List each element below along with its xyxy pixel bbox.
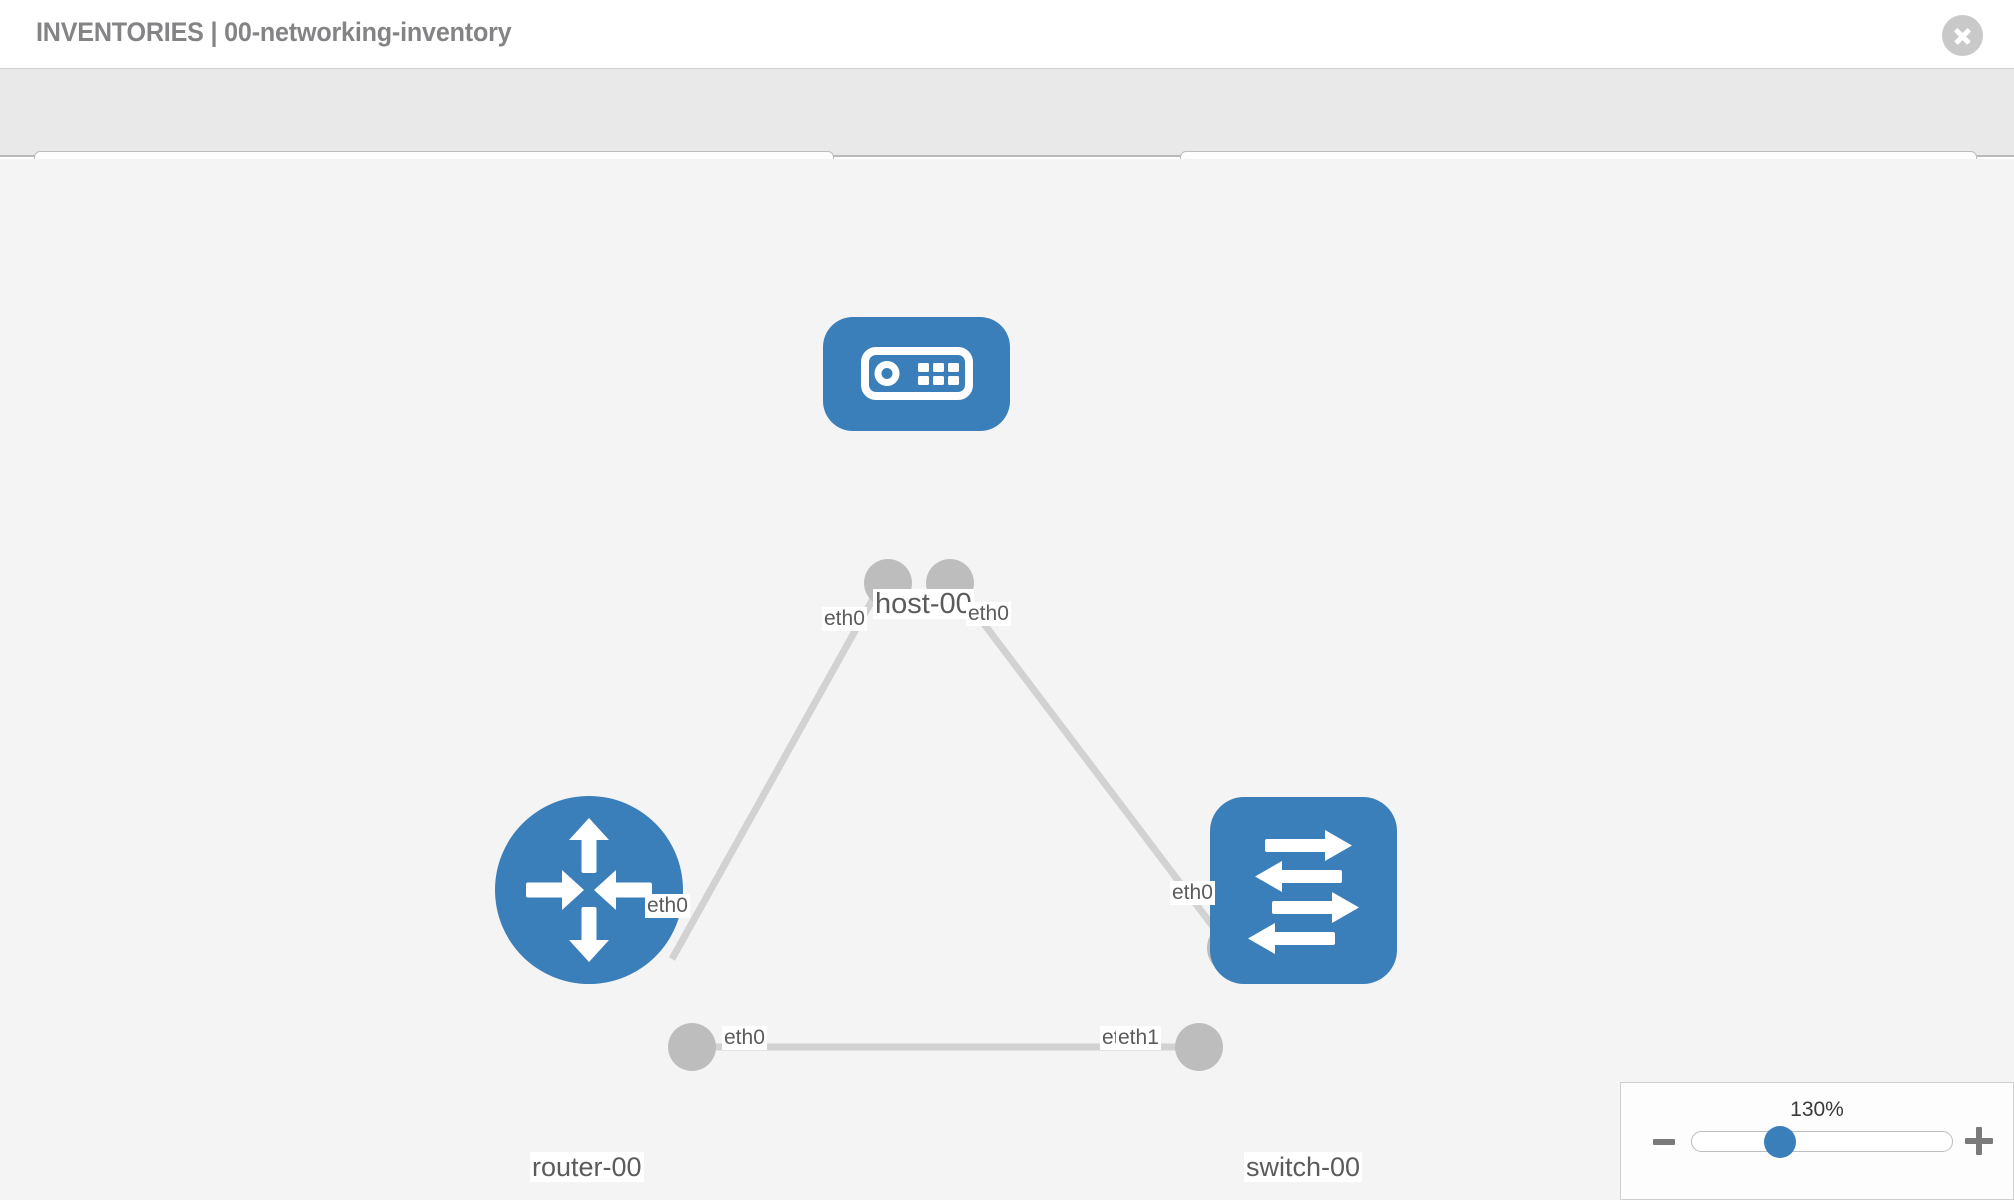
node-switch-00[interactable]	[1210, 797, 1397, 984]
host-icon	[861, 347, 973, 400]
iface-label-switch00-eth0-up: eth0	[1170, 881, 1215, 905]
page-title: INVENTORIES | 00-networking-inventory	[36, 17, 512, 47]
iface-label-router00-eth0-up: eth0	[645, 894, 690, 918]
router-icon	[526, 818, 652, 962]
node-label-switch-00: switch-00	[1244, 1152, 1363, 1182]
node-label-host-00: host-00	[873, 588, 974, 620]
zoom-control-panel: 130%	[1620, 1082, 2014, 1200]
close-icon[interactable]	[1942, 15, 1983, 56]
iface-label-switch00-eth1: eth1	[1116, 1026, 1161, 1050]
iface-label-router00-eth0: eth0	[722, 1026, 767, 1050]
page-header: INVENTORIES | 00-networking-inventory	[0, 0, 2014, 68]
plus-icon-bar	[1976, 1127, 1982, 1155]
node-host-00[interactable]	[823, 317, 1010, 431]
node-label-router-00: router-00	[530, 1152, 644, 1182]
topology-links	[668, 576, 1233, 1051]
topology-graph	[495, 317, 1397, 1071]
zoom-level-label: 130%	[1790, 1098, 1844, 1121]
link-host00-router00[interactable]	[668, 577, 888, 961]
minus-icon[interactable]	[1653, 1139, 1675, 1145]
plus-icon[interactable]	[1965, 1127, 1993, 1155]
node-router-00[interactable]	[495, 796, 683, 984]
zoom-slider-track[interactable]	[1691, 1131, 1953, 1152]
connector-router00-right[interactable]	[668, 1023, 716, 1071]
iface-label-host00-eth0-left: eth0	[822, 607, 867, 631]
connector-switch00-left[interactable]	[1175, 1023, 1223, 1071]
topology-connectors	[668, 559, 1259, 1071]
zoom-slider-thumb[interactable]	[1764, 1126, 1796, 1158]
topology-canvas[interactable]: host-00 router-00 switch-00 eth0 eth0 et…	[0, 159, 2014, 1200]
iface-label-host00-eth0-right: eth0	[966, 602, 1011, 626]
switch-icon	[1248, 830, 1359, 954]
toolbar: ACTIONS SEARCH	[0, 68, 2014, 209]
